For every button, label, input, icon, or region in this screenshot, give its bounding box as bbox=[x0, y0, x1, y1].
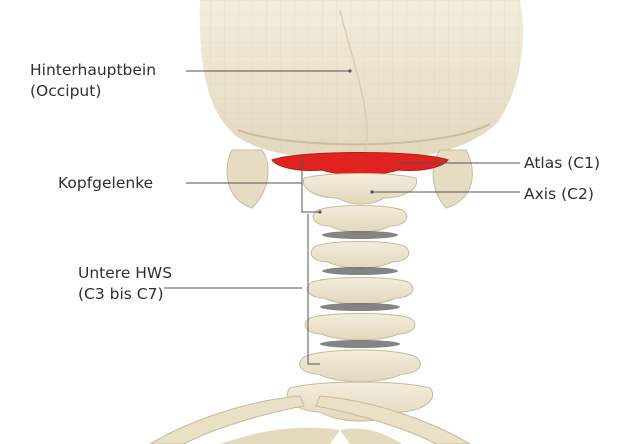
upper-thoracic-and-clavicles bbox=[150, 382, 470, 444]
skull-occiput bbox=[200, 0, 523, 160]
leader-c3-dot bbox=[318, 210, 321, 213]
axis-c2 bbox=[303, 174, 416, 205]
lower-cervical-vertebrae bbox=[300, 206, 420, 382]
label-atlas: Atlas (C1) bbox=[524, 153, 600, 174]
label-axis: Axis (C2) bbox=[524, 184, 594, 205]
vertebra-c4 bbox=[311, 242, 409, 276]
label-kopfgelenke: Kopfgelenke bbox=[58, 173, 153, 194]
vertebra-c3 bbox=[313, 206, 407, 240]
leader-occiput-dot bbox=[348, 69, 351, 72]
vertebra-c7 bbox=[300, 350, 420, 382]
label-lower-hws-line2: (C3 bis C7) bbox=[78, 284, 164, 305]
label-lower-hws-line1: Untere HWS bbox=[78, 263, 172, 284]
vertebra-c6 bbox=[305, 314, 415, 349]
label-occiput-line1: Hinterhauptbein bbox=[30, 60, 156, 81]
leader-axis-dot bbox=[370, 190, 373, 193]
vertebra-c5 bbox=[307, 278, 413, 312]
label-occiput-line2: (Occiput) bbox=[30, 81, 101, 102]
